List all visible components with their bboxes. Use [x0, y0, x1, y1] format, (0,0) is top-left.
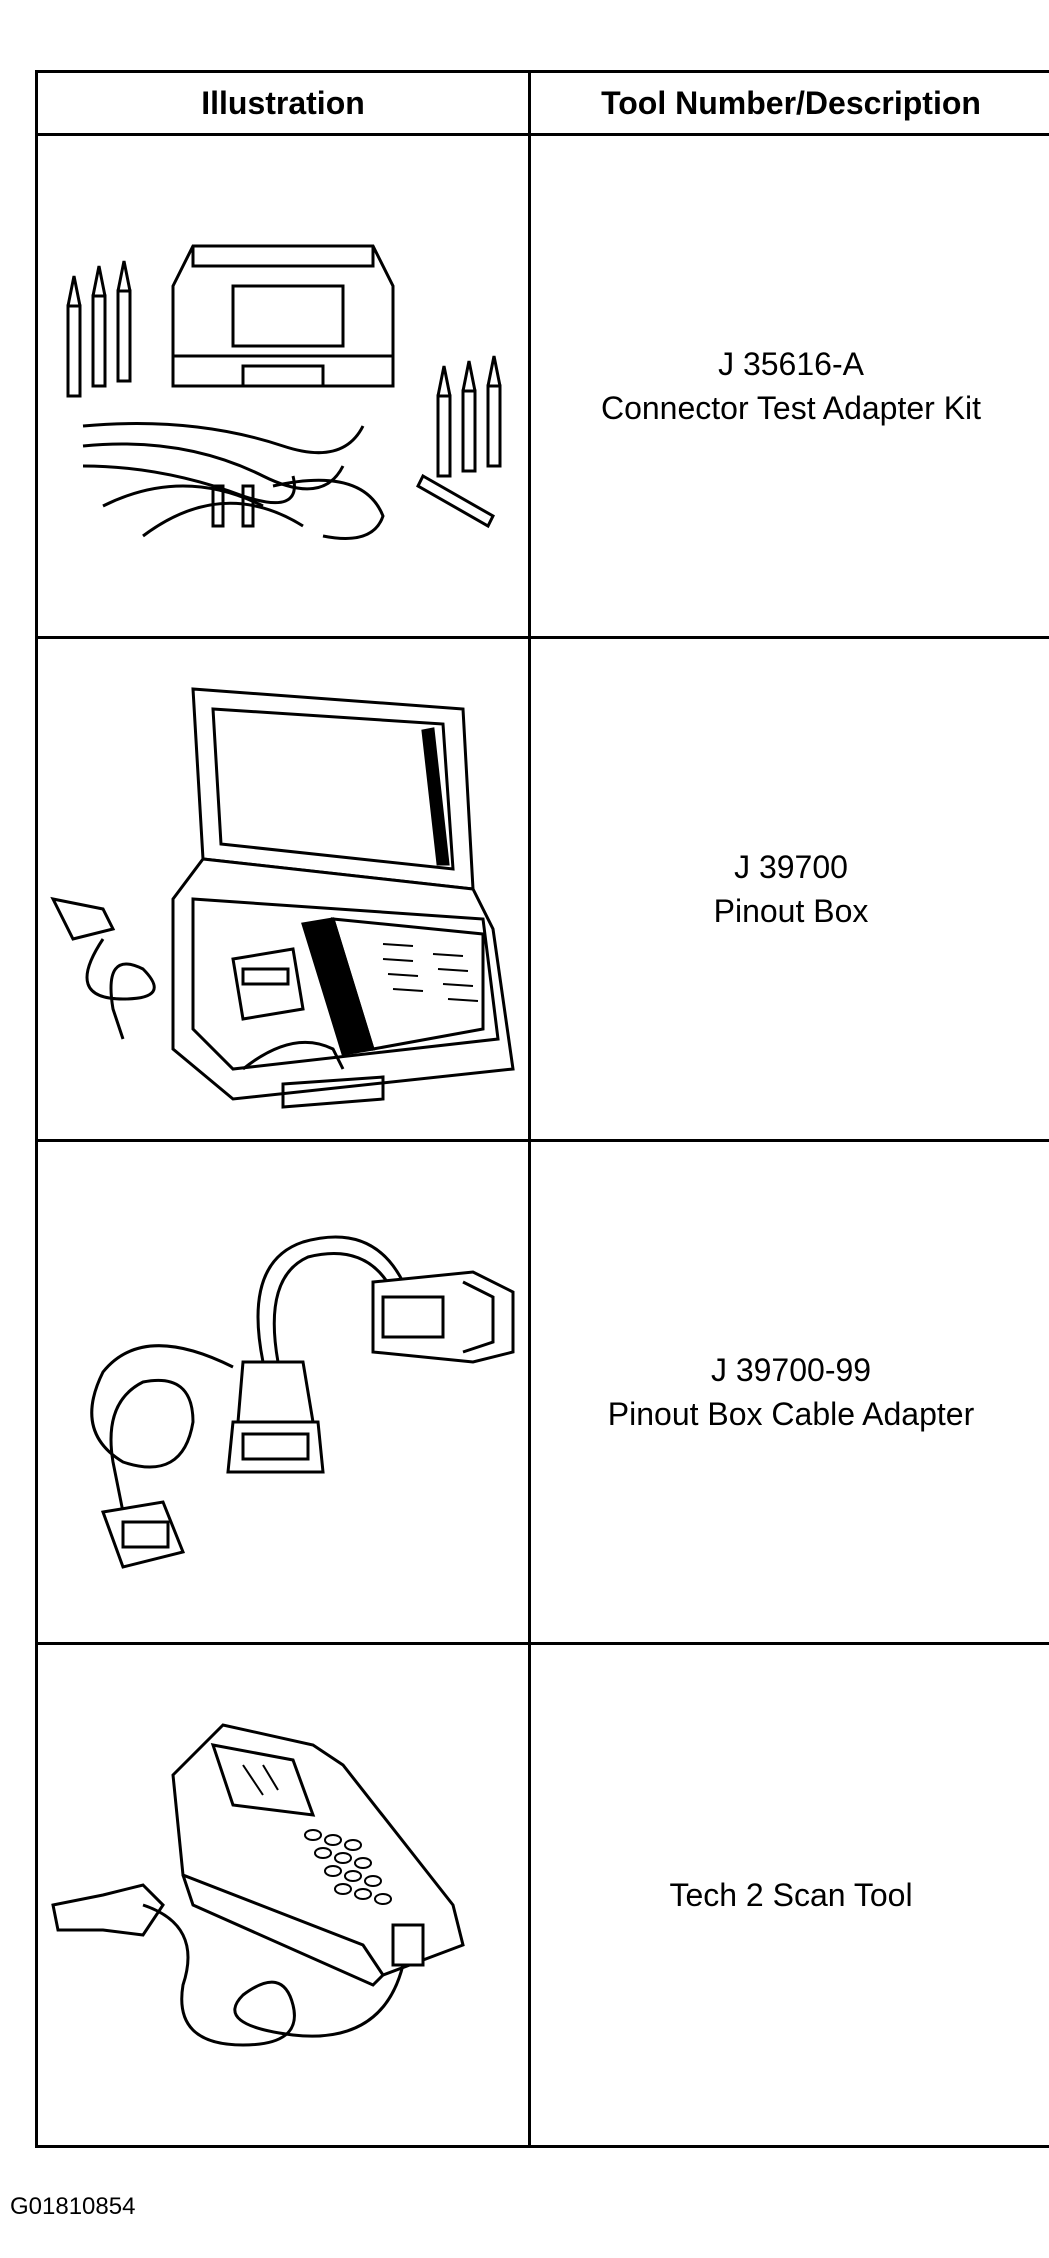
tool-number: J 35616-A	[718, 346, 864, 382]
figure-id: G01810854	[10, 2193, 136, 2220]
description-cell: J 39700-99 Pinout Box Cable Adapter	[528, 1139, 1049, 1645]
illustration-cell	[35, 1139, 531, 1645]
description-cell: Tech 2 Scan Tool	[528, 1642, 1049, 2148]
header-row: Illustration Tool Number/Description	[35, 70, 1049, 136]
illustration-cell	[35, 1642, 531, 2148]
illustration-header: Illustration	[35, 70, 531, 136]
tool-name: Pinout Box Cable Adapter	[607, 1396, 975, 1432]
table-row: J 39700 Pinout Box	[35, 636, 1049, 1142]
table-row: J 39700-99 Pinout Box Cable Adapter	[35, 1139, 1049, 1645]
tools-table: Illustration Tool Number/Description	[35, 70, 1049, 2148]
description-cell: J 39700 Pinout Box	[528, 636, 1049, 1142]
table-row: J 35616-A Connector Test Adapter Kit	[35, 133, 1049, 639]
connector-test-adapter-kit-icon	[66, 244, 502, 540]
tool-name: Tech 2 Scan Tool	[669, 1877, 913, 1913]
description-header: Tool Number/Description	[528, 70, 1049, 136]
tech-2-scan-tool-icon	[51, 1723, 465, 2047]
tool-name: Pinout Box	[713, 893, 869, 929]
illustration-cell	[35, 636, 531, 1142]
pinout-box-cable-adapter-icon	[90, 1235, 515, 1569]
pinout-box-icon	[50, 687, 515, 1109]
illustration-cell	[35, 133, 531, 639]
tool-name: Connector Test Adapter Kit	[600, 390, 982, 426]
tool-number: J 39700-99	[710, 1352, 872, 1388]
tool-number: J 39700	[734, 849, 848, 885]
description-cell: J 35616-A Connector Test Adapter Kit	[528, 133, 1049, 639]
table-row: Tech 2 Scan Tool	[35, 1642, 1049, 2148]
